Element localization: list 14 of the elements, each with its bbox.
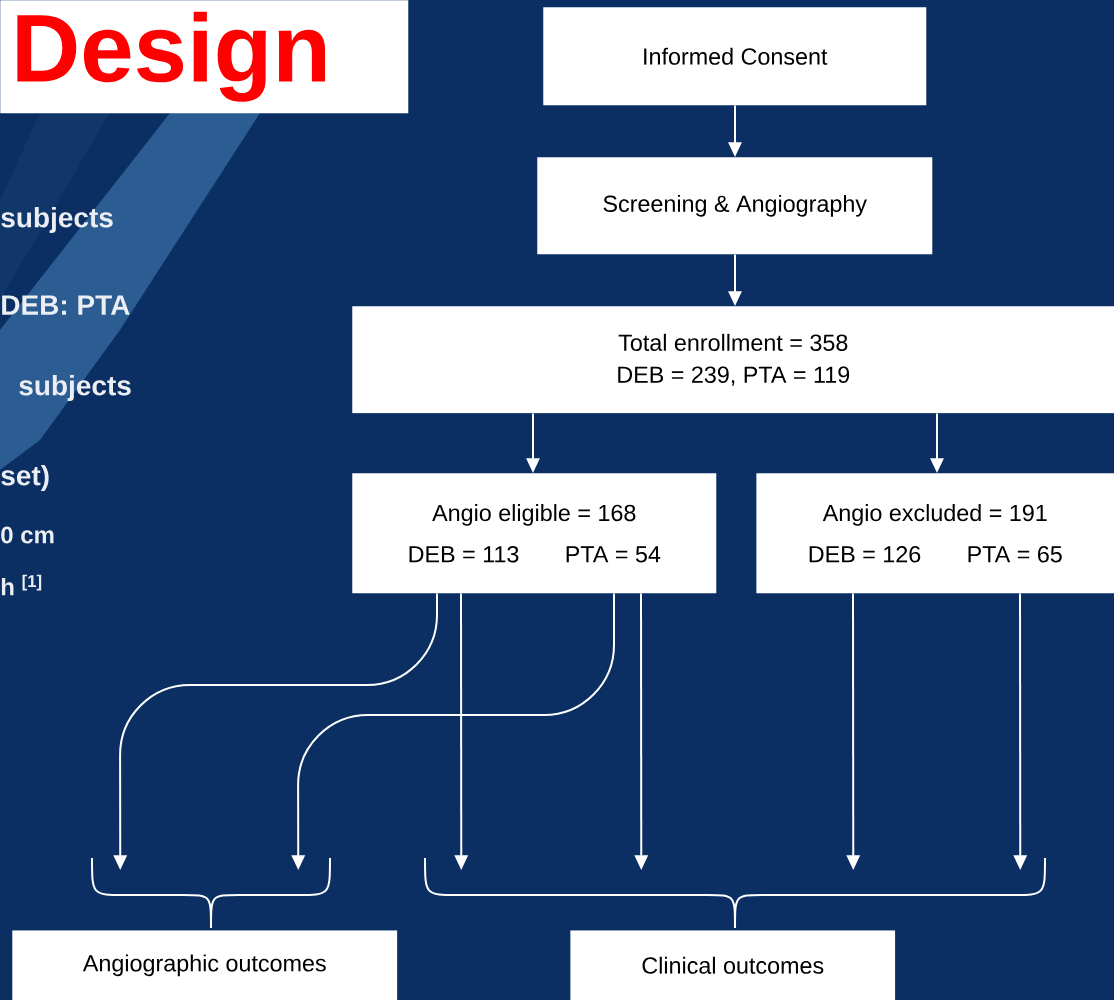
flow-box: Clinical outcomes <box>570 930 896 1000</box>
flow-box: Screening & Angiography <box>537 157 933 255</box>
title-box: Design <box>0 0 409 114</box>
bullet-text: DEB: PTA <box>2 295 130 315</box>
flow-box: Angio eligible = 168 DEB = 113 PTA = 54 <box>352 473 717 594</box>
flow-box: Angiographic outcomes <box>12 930 398 1000</box>
flow-box: Total enrollment = 358 DEB = 239, PTA = 119 <box>352 306 1114 414</box>
bullet-text: subjects <box>1 206 113 234</box>
bullet-text: 0 cm <box>1 526 54 544</box>
bullet-text: set) <box>1 464 49 492</box>
flow-box: Informed Consent <box>543 7 927 106</box>
flow-box: Angio excluded = 191 DEB = 126 PTA = 65 <box>756 473 1114 594</box>
bullet-text: subjects <box>19 374 131 402</box>
bullet-text: h $^{[1]}$ <box>1 574 42 596</box>
